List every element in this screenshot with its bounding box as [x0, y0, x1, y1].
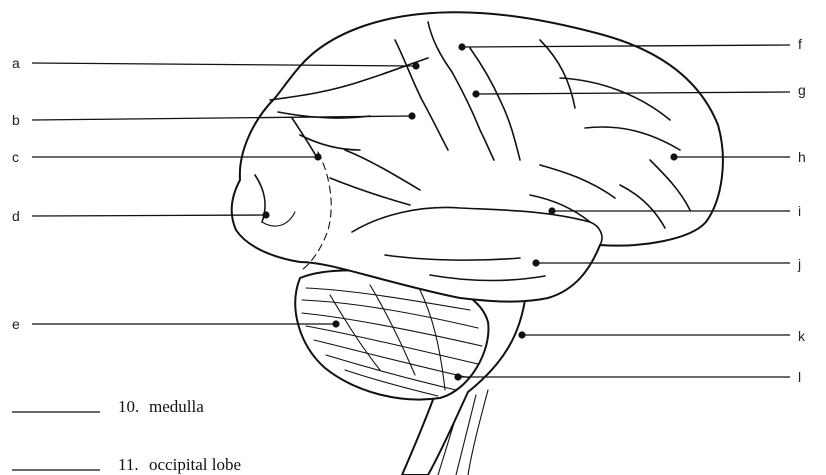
- question-10: 10. medulla: [12, 397, 204, 416]
- label-l-group: l: [454, 369, 801, 385]
- label-a: a: [12, 55, 20, 71]
- label-k-group: k: [518, 328, 806, 344]
- label-k: k: [798, 328, 806, 344]
- question-text-11: occipital lobe: [149, 455, 241, 474]
- label-c: c: [12, 149, 19, 165]
- label-b: b: [12, 112, 20, 128]
- label-j: j: [797, 256, 801, 272]
- question-number-11: 11.: [118, 455, 139, 474]
- question-number-10: 10.: [118, 397, 139, 416]
- label-e: e: [12, 316, 20, 332]
- label-f: f: [798, 36, 802, 52]
- label-d: d: [12, 208, 20, 224]
- question-11: 11. occipital lobe: [12, 455, 241, 474]
- label-i: i: [798, 203, 801, 219]
- label-l: l: [798, 369, 801, 385]
- label-g: g: [798, 82, 806, 98]
- label-h: h: [798, 149, 806, 165]
- label-e-group: e: [12, 316, 340, 332]
- question-text-10: medulla: [149, 397, 204, 416]
